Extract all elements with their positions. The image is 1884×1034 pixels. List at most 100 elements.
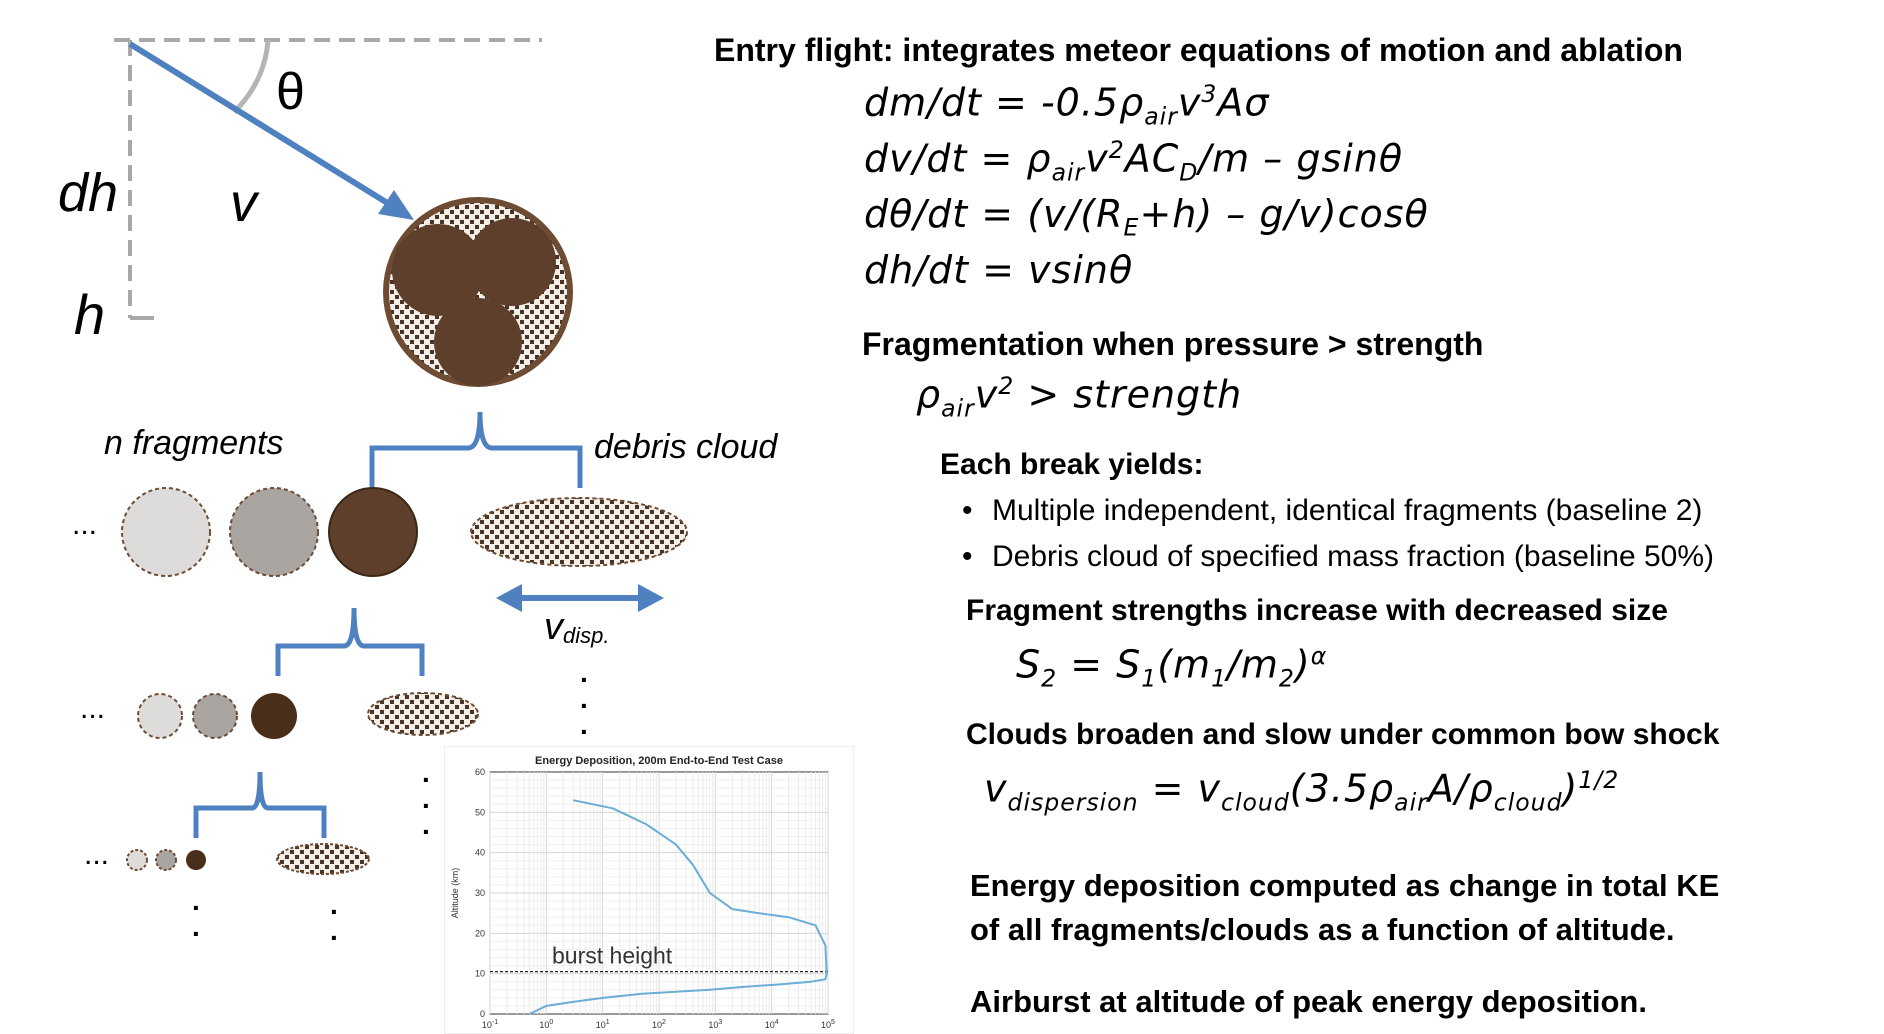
eq-part: S (1016, 642, 1042, 687)
fragment-dark (328, 487, 418, 577)
eq-sub: air (1144, 102, 1178, 131)
y-tick-label: 10 (475, 969, 485, 979)
equation-dh-dt: dh/dt = vsinθ (864, 248, 1134, 292)
eq-part: dθ/dt = (v/(R (864, 192, 1124, 236)
fragment-light (121, 487, 211, 577)
eq-part: ρ (916, 372, 942, 417)
eq-part: > strength (1014, 372, 1243, 417)
fragment-medium (192, 693, 238, 739)
y-tick-label: 30 (475, 888, 485, 898)
fragment-dark (186, 850, 206, 870)
energy-deposition-series-line (528, 799, 828, 1015)
eq-sup: 2 (998, 372, 1015, 400)
n-fragments-label: n fragments (104, 424, 284, 462)
y-tick-label: 20 (475, 928, 485, 938)
eq-sub: 1 (1211, 664, 1228, 693)
y-tick-label: 50 (475, 807, 485, 817)
eq-part: Aσ (1217, 80, 1270, 125)
theta-label: θ (276, 63, 305, 121)
eq-part: (m (1157, 642, 1212, 687)
burst-height-label: burst height (552, 943, 673, 969)
y-tick-label: 40 (475, 848, 485, 858)
ellipsis-row-2: ... (80, 692, 106, 725)
eq-part: ) (1562, 766, 1579, 811)
velocity-arrowhead (378, 190, 414, 220)
eq-part: AC (1124, 136, 1180, 181)
clouds-equation: vdispersion = vcloud(3.5ρairA/ρcloud)1/2 (984, 766, 1619, 816)
x-tick-label: 100 (539, 1019, 553, 1030)
debris-cloud (276, 843, 370, 875)
eq-part: v (1177, 80, 1202, 125)
bullet-item: Debris cloud of specified mass fraction … (962, 540, 1714, 574)
equation-dm-dt: dm/dt = -0.5ρairv3Aσ (864, 80, 1269, 130)
ellipsis-row-3: ... (84, 838, 110, 871)
eq-sub: 1 (1141, 664, 1158, 693)
bullet-item: Multiple independent, identical fragment… (962, 494, 1702, 528)
brace-level-2 (275, 607, 425, 676)
airburst-text: Airburst at altitude of peak energy depo… (970, 984, 1647, 1019)
x-tick-label: 104 (765, 1019, 779, 1030)
eq-part: v (974, 372, 999, 417)
meteoroid (383, 197, 573, 387)
eq-part: /m – gsinθ (1198, 136, 1404, 181)
theta-arc (232, 39, 271, 114)
x-tick-label: 103 (708, 1019, 722, 1030)
eq-part: ) (1294, 642, 1311, 687)
break-heading: Each break yields: (940, 448, 1204, 481)
dispersion-arrowhead-right (638, 584, 664, 612)
v-disp-sub: disp. (563, 623, 610, 649)
x-tick-label: 102 (652, 1019, 666, 1030)
eq-sub: 2 (1278, 664, 1295, 693)
eq-part: v (984, 766, 1008, 811)
v-disp-main: v (544, 606, 563, 648)
dh-label: dh (58, 163, 119, 223)
chart-title: Energy Deposition, 200m End-to-End Test … (535, 755, 783, 767)
eq-sub: E (1123, 213, 1140, 242)
fragment-light (137, 693, 183, 739)
y-tick-label: 0 (480, 1009, 485, 1019)
debris-cloud (470, 497, 688, 567)
dispersion-arrowhead-left (496, 584, 522, 612)
eq-sup: 1/2 (1578, 766, 1620, 794)
eq-sub: cloud (1221, 788, 1290, 817)
eq-sub: 2 (1041, 664, 1058, 693)
v-label: v (230, 173, 257, 233)
v-disp-label: vdisp. (544, 606, 609, 649)
continuation-dots: ... (422, 757, 430, 840)
y-axis-label: Altitude (km) (450, 868, 460, 919)
eq-part: +h) – g/v)cosθ (1139, 192, 1429, 236)
continuation-dots: .. (330, 889, 338, 946)
eq-part: dv/dt = ρ (864, 136, 1052, 181)
eq-sub: cloud (1493, 788, 1563, 817)
eq-sub: air (1394, 788, 1428, 817)
entry-heading: Entry flight: integrates meteor equation… (714, 32, 1683, 68)
energy-text-line-2: of all fragments/clouds as a function of… (970, 912, 1675, 947)
brace-level-1 (369, 411, 583, 488)
equation-dtheta-dt: dθ/dt = (v/(RE+h) – g/v)cosθ (864, 192, 1429, 242)
y-tick-label: 60 (475, 767, 485, 777)
x-tick-label: 10-1 (482, 1019, 498, 1030)
eq-sup: 2 (1108, 136, 1125, 164)
strength-heading: Fragment strengths increase with decreas… (966, 594, 1668, 627)
fragment-dark (251, 693, 297, 739)
x-tick-label: 105 (821, 1019, 835, 1030)
eq-part: = v (1138, 766, 1222, 811)
eq-part: dm/dt = -0.5ρ (864, 80, 1145, 125)
x-tick-label: 101 (596, 1019, 610, 1030)
eq-sup: 3 (1201, 80, 1218, 108)
continuation-dots: ... (580, 657, 588, 740)
debris-cloud-label: debris cloud (594, 428, 778, 466)
eq-part: = S (1057, 642, 1142, 687)
continuation-dots: .. (192, 885, 200, 942)
fragmentation-equation: ρairv2 > strength (916, 372, 1242, 422)
fragment-medium (229, 487, 319, 577)
fragmentation-heading: Fragmentation when pressure > strength (862, 326, 1484, 362)
eq-sub: air (941, 394, 975, 423)
ellipsis-row-1: ... (72, 508, 98, 541)
clouds-heading: Clouds broaden and slow under common bow… (966, 718, 1720, 751)
fragment-medium (155, 849, 177, 871)
eq-sub: dispersion (1007, 788, 1139, 817)
eq-part: A/ρ (1427, 766, 1494, 811)
velocity-arrow (128, 41, 404, 215)
